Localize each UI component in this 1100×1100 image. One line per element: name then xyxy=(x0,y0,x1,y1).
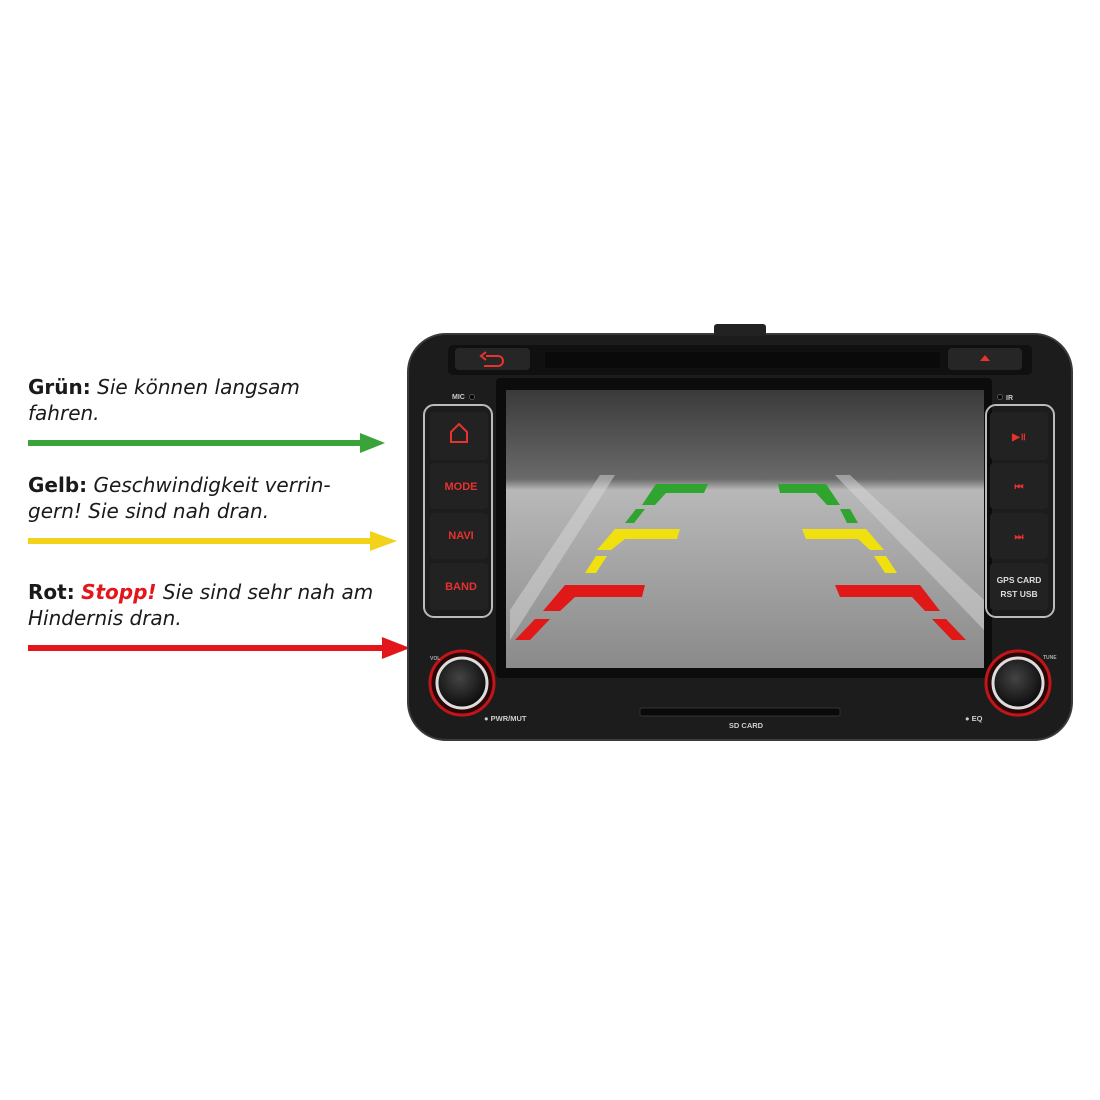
eject-icon xyxy=(980,355,990,361)
eq-label: ● EQ xyxy=(965,714,983,723)
guide-red-right xyxy=(835,585,940,611)
legend-yellow-label: Gelb: xyxy=(28,473,88,497)
gps-rst-button[interactable]: GPS CARD xyxy=(990,563,1048,610)
legend-green-line1: Sie können langsam xyxy=(97,375,300,399)
legend-red-line2: Hindernis dran. xyxy=(28,606,182,630)
tune-label: TUNE xyxy=(1043,655,1057,661)
legend-yellow: Gelb: Geschwindigkeit verrin- gern! Sie … xyxy=(28,472,331,524)
mode-button[interactable]: MODE xyxy=(430,463,488,509)
guide-lines xyxy=(515,484,966,640)
legend-green: Grün: Sie können langsam fahren. xyxy=(28,374,300,426)
guide-green-right xyxy=(778,484,840,505)
legend-red-label: Rot: xyxy=(28,580,75,604)
mode-label: MODE xyxy=(445,481,478,493)
gps-card-label: GPS CARD xyxy=(997,575,1042,585)
guide-yellow-left xyxy=(597,529,680,550)
arrow-red xyxy=(28,637,410,659)
guide-yellow-right xyxy=(802,529,884,550)
volume-knob[interactable] xyxy=(428,649,496,717)
arrow-yellow xyxy=(28,531,397,551)
sd-card-label: SD CARD xyxy=(729,721,764,730)
legend-red-line1: Sie sind sehr nah am xyxy=(162,580,374,604)
tune-knob[interactable] xyxy=(984,649,1052,717)
back-button[interactable] xyxy=(455,348,530,370)
home-button[interactable] xyxy=(430,412,488,460)
back-icon xyxy=(479,351,504,367)
previous-button[interactable]: ⏮ xyxy=(990,463,1048,509)
legend-yellow-line1: Geschwindigkeit verrin- xyxy=(93,473,331,497)
pwr-mut-label: ● PWR/MUT xyxy=(484,714,527,723)
sd-card-slot[interactable] xyxy=(639,707,841,717)
legend-yellow-line2: gern! Sie sind nah dran. xyxy=(28,499,270,523)
next-button[interactable]: ⏭ xyxy=(990,513,1048,559)
legend-red: Rot: Stopp! Sie sind sehr nah am Hindern… xyxy=(28,579,373,631)
previous-icon: ⏮ xyxy=(1015,482,1024,493)
legend-red-stop: Stopp! xyxy=(81,580,157,604)
ir-label: IR xyxy=(1006,395,1013,402)
navi-button[interactable]: NAVI xyxy=(430,513,488,559)
play-pause-icon: ▶॥ xyxy=(1011,432,1026,443)
navi-label: NAVI xyxy=(448,530,473,542)
disc-slot xyxy=(545,352,940,368)
band-label: BAND xyxy=(445,581,477,593)
play-pause-button[interactable]: ▶॥ xyxy=(990,412,1048,460)
next-icon: ⏭ xyxy=(1015,532,1024,543)
legend-green-line2: fahren. xyxy=(28,401,100,425)
legend-green-label: Grün: xyxy=(28,375,91,399)
arrow-green xyxy=(28,433,385,453)
band-button[interactable]: BAND xyxy=(430,563,488,610)
home-icon xyxy=(450,422,468,443)
guide-green-left xyxy=(642,484,708,505)
vol-label: VOL xyxy=(430,656,440,662)
rst-usb-label: RST USB xyxy=(1000,589,1037,599)
mic-label: MIC xyxy=(452,394,465,401)
guide-red-left xyxy=(543,585,645,611)
